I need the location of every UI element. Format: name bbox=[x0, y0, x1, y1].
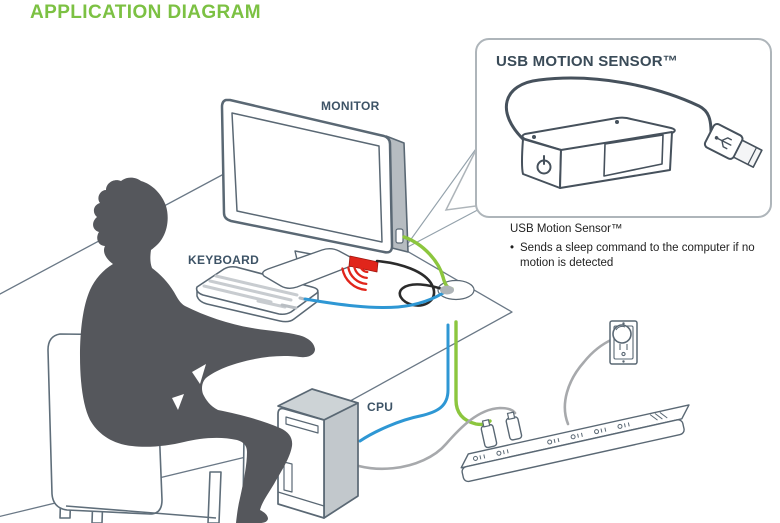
monitor-illustration bbox=[220, 98, 409, 289]
motion-beam-arcs-icon bbox=[341, 264, 369, 292]
cpu-power-cable-grey bbox=[328, 406, 517, 471]
grey-cable-plug bbox=[505, 411, 523, 441]
outlet-plug bbox=[612, 324, 632, 344]
sensor-device-front-left bbox=[521, 138, 562, 189]
green-cable-plug bbox=[480, 419, 498, 449]
sensor-window bbox=[603, 134, 664, 177]
label-monitor: MONITOR bbox=[321, 99, 380, 113]
sensor-cable bbox=[505, 76, 713, 142]
monitor-usb-port bbox=[395, 228, 404, 244]
page-title: APPLICATION DIAGRAM bbox=[30, 2, 262, 23]
bullet-marker: • bbox=[510, 242, 515, 254]
usb-motion-sensor-callout: USB MOTION SENSOR™ bbox=[475, 38, 772, 218]
sensor-caption: USB Motion Sensor™ • Sends a sleep comma… bbox=[510, 222, 772, 271]
usb-motion-sensor-device-illustration bbox=[505, 76, 763, 189]
power-icon bbox=[536, 155, 552, 175]
power-strip-illustration bbox=[460, 404, 690, 483]
usb-connector-icon bbox=[703, 122, 763, 168]
outlet-socket bbox=[619, 344, 628, 357]
sensor-caption-bullet: • Sends a sleep command to the computer … bbox=[510, 241, 772, 271]
sensor-caption-bullet-text: Sends a sleep command to the computer if… bbox=[520, 242, 755, 269]
sensor-caption-name: USB Motion Sensor™ bbox=[510, 223, 623, 235]
label-keyboard: KEYBOARD bbox=[188, 253, 260, 267]
grommet-cable-bundle bbox=[440, 285, 454, 295]
power-strip-sockets bbox=[472, 412, 668, 461]
person-silhouette bbox=[80, 177, 315, 523]
keyboard-cable-blue-top bbox=[303, 288, 450, 310]
wall-outlet-illustration bbox=[609, 320, 638, 365]
monitor-screen bbox=[231, 112, 383, 243]
usb-motion-sensor-on-monitor bbox=[341, 255, 379, 292]
keyboard-cable-blue-bottom bbox=[358, 323, 450, 443]
label-cpu: CPU bbox=[367, 400, 394, 414]
keyboard-illustration bbox=[195, 265, 319, 323]
usb-trident-symbol bbox=[714, 136, 733, 150]
callout-title: USB MOTION SENSOR™ bbox=[496, 53, 678, 70]
strip-to-outlet-cable-grey bbox=[563, 337, 615, 426]
